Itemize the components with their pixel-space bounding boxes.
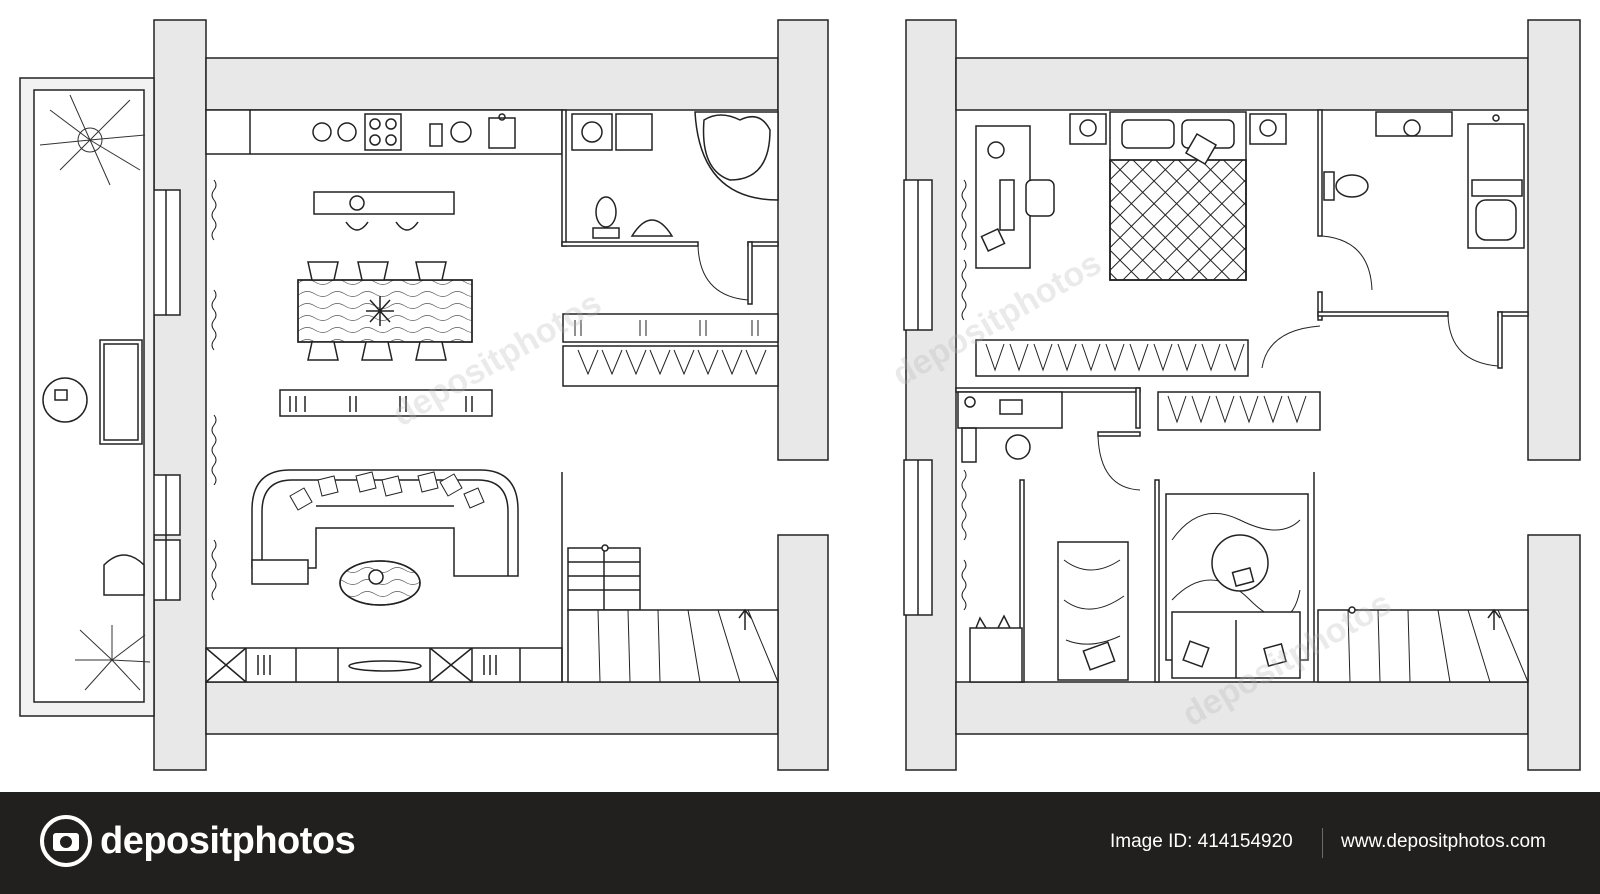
wardrobe <box>1157 391 1321 431</box>
bench-icon <box>99 339 143 445</box>
staircase <box>1317 606 1529 683</box>
dining-chair-icon <box>361 341 393 361</box>
ground-floor-walls <box>153 19 829 771</box>
plant-icon <box>75 625 151 691</box>
wardrobe <box>562 313 779 387</box>
washing-machine-icon <box>571 113 613 151</box>
coffee-table <box>339 560 421 606</box>
chair-icon <box>103 554 145 596</box>
bar-counter <box>313 191 455 231</box>
door-swing <box>1097 235 1499 491</box>
sofa-icon <box>1171 611 1301 679</box>
ground-floor-windows <box>151 189 181 601</box>
upper-floor-windows <box>903 179 933 616</box>
floor-plan-drawing <box>19 19 1581 771</box>
bookshelf <box>279 389 493 417</box>
image-id: Image ID: 414154920 <box>1110 831 1293 852</box>
dining-chair-icon <box>415 341 447 361</box>
curtain-icon <box>211 179 217 601</box>
corner-bathtub <box>694 111 779 201</box>
toilet-icon <box>1323 171 1369 201</box>
upper-floor-walls <box>905 19 1581 771</box>
single-bed <box>1057 541 1129 681</box>
sink-icon <box>488 113 516 149</box>
round-table-icon <box>1211 534 1269 592</box>
media-console <box>205 647 563 683</box>
cooktop-icon <box>364 113 402 151</box>
door-swing <box>697 245 749 301</box>
kitchen-counter <box>205 109 563 155</box>
office-chair-icon <box>1025 179 1055 217</box>
office-chair-icon <box>1005 434 1031 460</box>
bathroom-walls <box>561 109 779 305</box>
balcony <box>19 77 155 717</box>
website-link[interactable]: www.depositphotos.com <box>1341 831 1546 852</box>
toilet-icon <box>592 196 620 239</box>
bathtub-icon <box>1467 114 1525 249</box>
ground-floor-plan <box>19 19 829 771</box>
sectional-sofa <box>251 469 519 585</box>
double-bed <box>1109 111 1247 281</box>
footer-bar <box>0 792 1600 894</box>
staircase <box>567 544 779 683</box>
dining-table <box>297 261 473 361</box>
dining-chair-icon <box>307 261 339 281</box>
interior-walls <box>955 109 1529 683</box>
brand-name: depositphotos <box>100 820 356 862</box>
side-table-icon <box>42 377 88 423</box>
desk <box>975 125 1031 269</box>
dining-chair-icon <box>357 261 389 281</box>
nightstand-icon <box>1069 113 1107 145</box>
plant-icon <box>39 94 146 186</box>
dining-chair-icon <box>307 341 339 361</box>
dining-chair-icon <box>415 261 447 281</box>
curtain-icon <box>961 179 967 611</box>
wardrobe <box>975 339 1249 377</box>
washbasin-icon <box>630 219 674 237</box>
nightstand-icon <box>1249 113 1287 145</box>
washbasin-icon <box>1375 111 1453 137</box>
camera-logo-icon <box>40 815 92 867</box>
study-desk <box>957 391 1063 463</box>
footer-divider <box>1322 828 1323 858</box>
dresser-icon <box>969 614 1023 683</box>
upper-floor-plan <box>903 19 1581 771</box>
